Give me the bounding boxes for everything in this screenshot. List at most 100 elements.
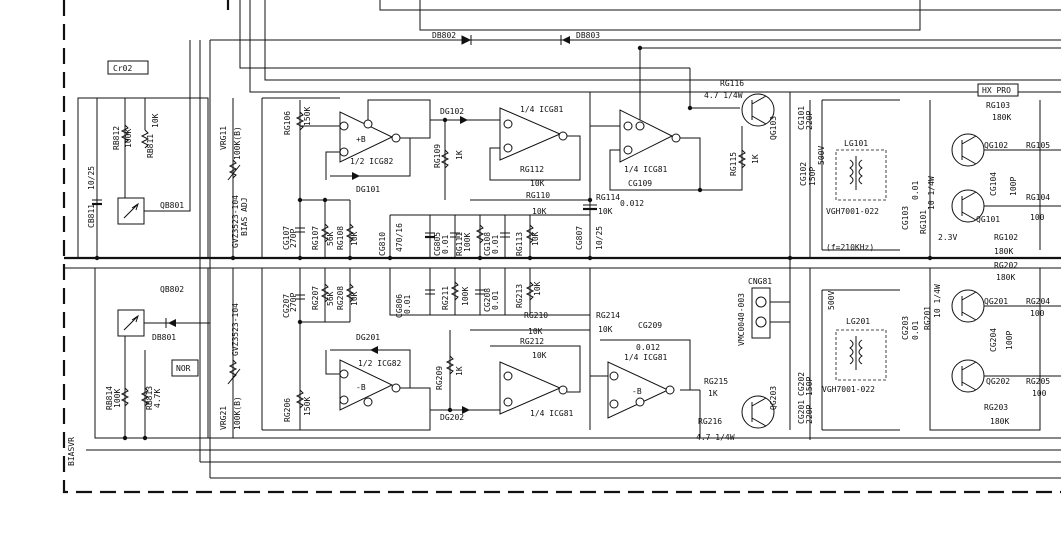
label-dg201: DG201: [356, 333, 380, 342]
label-cg101b: CG101: [797, 106, 806, 130]
label-qg103: QG103: [769, 116, 778, 140]
label-freq: (f=210KHz): [826, 243, 874, 252]
label-rg207: RG207: [311, 286, 320, 310]
vrg11-trimmer: [228, 159, 238, 179]
label-rg109: RG109: [433, 144, 442, 168]
value-rg111: 100K: [463, 233, 472, 252]
qg203-transistor: [741, 395, 775, 429]
label-gvz1: GVZ3523-104: [231, 195, 240, 248]
value-rb811: 10K: [151, 113, 160, 128]
svg-text:-B: -B: [632, 387, 642, 396]
value-cg209: 0.012: [636, 343, 660, 352]
lg101-transformer: [835, 149, 887, 201]
label-rg212: RG212: [520, 337, 544, 346]
label-cg207: CG207: [282, 294, 291, 318]
label-lg101: LG101: [844, 139, 868, 148]
icg81-opamp-top-middle: [499, 107, 562, 161]
svg-text:+B: +B: [356, 135, 366, 144]
value-rg206: 150K: [303, 397, 312, 416]
label-rg208: RG208: [336, 286, 345, 310]
label-qg202: QG202: [986, 377, 1010, 386]
label-rg103: RG103: [986, 101, 1010, 110]
value-rg203: 180K: [990, 417, 1009, 426]
label-cg810: CG810: [378, 232, 387, 256]
label-cg102: CG102: [799, 162, 808, 186]
value-cg202: 150P: [805, 377, 814, 396]
value-cg108: 0.01: [491, 235, 500, 254]
label-lg201: LG201: [846, 317, 870, 326]
label-icg81-b: 1/4 ICG81: [530, 409, 574, 418]
label-rg112: RG112: [520, 165, 544, 174]
label-cg201: CG201: [797, 400, 806, 424]
label-cg107: CG107: [282, 226, 291, 250]
db803-diode: [562, 36, 570, 44]
value-rg107: 56K: [326, 231, 335, 246]
label-dg101: DG101: [356, 185, 380, 194]
value-rg204: 100: [1030, 309, 1045, 318]
label-rg209: RG209: [435, 366, 444, 390]
junction-dots: [94, 45, 933, 441]
label-rg215: RG215: [704, 377, 728, 386]
value-rg112: 10K: [530, 179, 545, 188]
label-db803: DB803: [576, 31, 600, 40]
vrg21-trimmer: [228, 359, 238, 379]
label-rb811: RB811: [146, 134, 155, 158]
label-rb813: RB813: [145, 386, 154, 410]
label-rg214: RG214: [596, 311, 620, 320]
value-cg109: 0.012: [620, 199, 644, 208]
value-cg207: 270P: [289, 293, 298, 312]
label-rg202: RG202: [994, 261, 1018, 270]
label-dg102: DG102: [440, 107, 464, 116]
label-qb801: QB801: [160, 201, 184, 210]
label-qg101: QG101: [976, 215, 1000, 224]
value-rg211: 100K: [461, 287, 470, 306]
label-rg113: RG113: [515, 232, 524, 256]
value-cg810: 470/16: [395, 223, 404, 252]
label-rg206: RG206: [283, 398, 292, 422]
label-cg104: CG104: [989, 172, 998, 196]
qg201-transistor: [951, 289, 985, 323]
db802-diode: [461, 35, 472, 45]
label-cg202: CG202: [797, 372, 806, 396]
value-cg107: 270P: [289, 229, 298, 248]
value-cg103: 0.01: [911, 181, 920, 200]
value-rg116: 4.7 1/4W: [704, 91, 743, 100]
qg202-transistor: [951, 359, 985, 393]
value-cg806: 0.01: [403, 295, 412, 314]
label-rg203: RG203: [984, 403, 1008, 412]
value-rg213: 10K: [533, 281, 542, 296]
value-rg208: 10K: [350, 291, 359, 306]
label-rg107: RG107: [311, 226, 320, 250]
value-rg201: 10 1/4W: [933, 284, 942, 318]
db801-diode: [168, 319, 176, 327]
label-hx-pro: HX PRO: [982, 86, 1011, 95]
label-cg203: CG203: [901, 316, 910, 340]
label-rg105: RG105: [1026, 141, 1050, 150]
label-qg203: QG203: [769, 386, 778, 410]
label-cg209: CG209: [638, 321, 662, 330]
qg103-transistor: [741, 93, 775, 127]
value-rg104: 100: [1030, 213, 1045, 222]
label-rg216: RG216: [698, 417, 722, 426]
label-rg108: RG108: [336, 226, 345, 250]
label-cg807: CG807: [575, 226, 584, 250]
cng81-connector: [751, 287, 771, 339]
lg201-transformer: [835, 329, 887, 381]
value-cg208: 0.01: [491, 291, 500, 310]
value-cg104: 100P: [1009, 177, 1018, 196]
dg201-diode: [370, 346, 378, 354]
value-rg202: 180K: [996, 273, 1015, 282]
value-rg114: 10K: [598, 207, 613, 216]
label-icg82-top: 1/2 ICG82: [350, 157, 394, 166]
value-cb811: 10/25: [87, 166, 96, 190]
label-vrg21: VRG21: [219, 406, 228, 430]
value-rg209: 1K: [455, 366, 464, 376]
value-rg212: 10K: [532, 351, 547, 360]
label-vgh2: VGH7001-022: [822, 385, 875, 394]
label-rg106: RG106: [283, 111, 292, 135]
label-rg213: RG213: [515, 284, 524, 308]
value-cg201: 220P: [805, 405, 814, 424]
label-rg115: RG115: [729, 152, 738, 176]
label-vgh1: VGH7001-022: [826, 207, 879, 216]
value-rg102: 180K: [994, 247, 1013, 256]
